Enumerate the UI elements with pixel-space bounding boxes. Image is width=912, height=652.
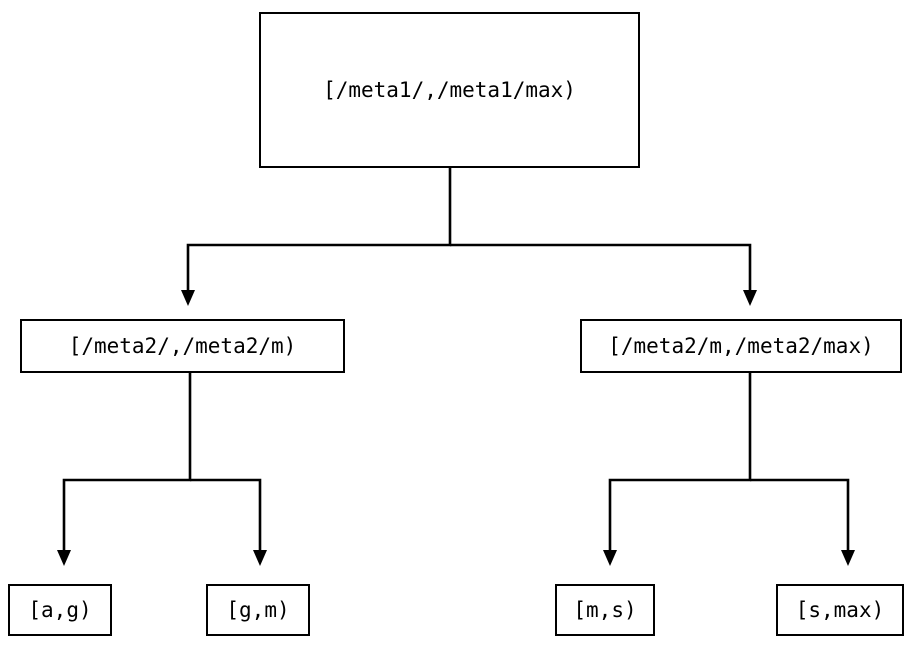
tree-node-leaf-ms-label: [m,s) xyxy=(573,597,637,622)
tree-node-leaf-ms[interactable]: [m,s) xyxy=(555,584,655,636)
tree-node-mid-right-label: [/meta2/m,/meta2/max) xyxy=(608,333,874,358)
edge-mid-left-to-leaf-gm xyxy=(190,478,262,551)
edge-mid-right-to-leaf-ms xyxy=(608,373,752,551)
arrowhead-mid-right-to-leaf-ms xyxy=(603,550,617,566)
arrowhead-mid-left-to-leaf-ag xyxy=(57,550,71,566)
tree-node-mid-right[interactable]: [/meta2/m,/meta2/max) xyxy=(580,319,902,373)
tree-node-leaf-smax-label: [s,max) xyxy=(795,597,885,622)
tree-node-mid-left[interactable]: [/meta2/,/meta2/m) xyxy=(20,319,345,373)
tree-node-root-label: [/meta1/,/meta1/max) xyxy=(323,77,576,102)
arrowhead-mid-right-to-leaf-smax xyxy=(841,550,855,566)
arrowhead-mid-left-to-leaf-gm xyxy=(253,550,267,566)
tree-node-mid-left-label: [/meta2/,/meta2/m) xyxy=(68,333,297,358)
tree-node-leaf-ag-label: [a,g) xyxy=(28,597,92,622)
tree-node-leaf-smax[interactable]: [s,max) xyxy=(776,584,904,636)
tree-node-leaf-ag[interactable]: [a,g) xyxy=(8,584,112,636)
edge-mid-left-to-leaf-ag xyxy=(62,373,192,551)
arrowhead-root-to-mid-left xyxy=(181,290,195,306)
edge-root-to-mid-right xyxy=(450,243,752,291)
tree-node-root[interactable]: [/meta1/,/meta1/max) xyxy=(259,12,640,168)
arrowhead-root-to-mid-right xyxy=(743,290,757,306)
edge-mid-right-to-leaf-smax xyxy=(750,478,850,551)
edge-root-to-mid-left xyxy=(186,168,452,291)
tree-node-leaf-gm-label: [g,m) xyxy=(226,597,290,622)
tree-node-leaf-gm[interactable]: [g,m) xyxy=(206,584,310,636)
